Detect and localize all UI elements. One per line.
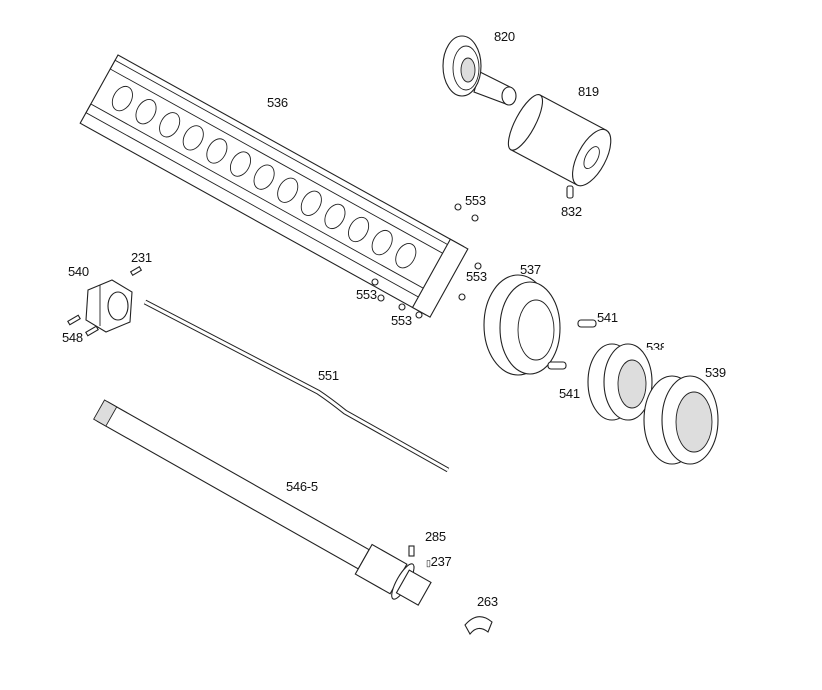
label-553: 553 <box>465 193 486 208</box>
label-538: 538 <box>646 340 664 350</box>
handguard-hole <box>277 177 299 203</box>
handguard-hole <box>371 229 393 256</box>
part-819-cylinder <box>507 94 612 187</box>
label-820: 820 <box>494 29 515 44</box>
label-539: 539 <box>705 368 726 378</box>
label-546-5: 546-5 <box>286 479 318 494</box>
label-551: 551 <box>318 368 339 383</box>
label-237: ▯237 <box>426 554 452 569</box>
handguard-hole <box>300 190 322 216</box>
label-553: 553 <box>356 287 377 302</box>
label-832: 832 <box>561 204 582 219</box>
handguard-hole <box>395 243 417 269</box>
label-285: 285 <box>425 529 446 544</box>
handguard-hole <box>135 99 157 125</box>
label-237-text: 237 <box>430 554 452 569</box>
part-548-pin-a <box>67 314 81 326</box>
part-231-pin <box>129 266 143 276</box>
part-541-pin-a <box>577 319 597 328</box>
part-541-pin-b <box>547 361 567 370</box>
label-541: 541 <box>597 310 618 325</box>
handguard-hole <box>182 125 204 151</box>
handguard-hole <box>229 151 252 177</box>
part-540-gas-block <box>85 279 133 333</box>
label-537: 537 <box>520 262 541 277</box>
label-541: 541 <box>559 386 580 401</box>
handguard-hole <box>324 203 346 230</box>
part-548-pin-b <box>85 325 99 337</box>
part-237-icon: ▯ <box>426 558 431 568</box>
handguard-hole <box>159 112 181 138</box>
part-538-ring <box>587 343 653 421</box>
part-820-bearing <box>442 35 517 106</box>
handguard-hole <box>348 216 370 243</box>
part-536-handguard <box>79 54 469 318</box>
label-536: 536 <box>267 95 288 110</box>
part-539-ring <box>643 375 719 465</box>
part-537-barrel-nut <box>483 274 561 376</box>
label-263: 263 <box>477 594 498 609</box>
part-832-pin <box>566 185 574 199</box>
handguard-hole <box>253 164 275 190</box>
part-263-clip <box>464 616 493 635</box>
part-546-5-barrel <box>93 399 432 606</box>
label-819: 819 <box>578 84 599 99</box>
label-548: 548 <box>62 330 83 345</box>
part-553-screws <box>371 203 482 319</box>
label-231: 231 <box>131 250 152 265</box>
label-553: 553 <box>391 313 412 328</box>
label-540: 540 <box>68 264 89 279</box>
handguard-hole <box>111 85 133 112</box>
handguard-hole <box>206 138 228 164</box>
part-285-pin <box>408 545 415 557</box>
label-553: 553 <box>466 269 487 284</box>
